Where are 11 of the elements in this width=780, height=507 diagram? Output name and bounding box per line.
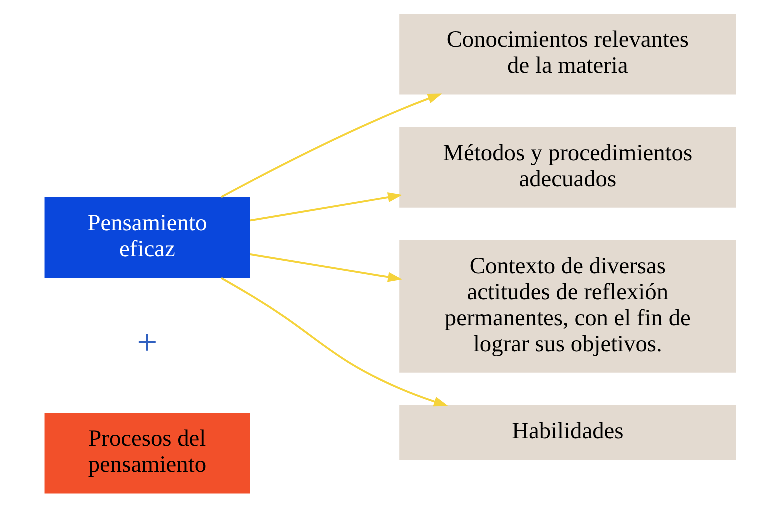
arrow	[250, 253, 402, 282]
node-box: Conocimientos relevantes de la materia	[399, 14, 736, 94]
label: +	[136, 322, 158, 362]
node-box: Pensamiento eficaz	[44, 196, 250, 278]
node-box: Contexto de diversas actitudes de reflexión permanentes, con el fin de lograr sus objetivos.	[399, 240, 736, 372]
arrow	[250, 192, 402, 222]
node-box: Habilidades	[399, 404, 736, 460]
arrow	[220, 93, 442, 198]
node-box: Procesos del pensamiento	[44, 412, 250, 494]
node-box: Métodos y procedimientos adecuados	[399, 126, 736, 208]
arrow	[220, 276, 448, 406]
